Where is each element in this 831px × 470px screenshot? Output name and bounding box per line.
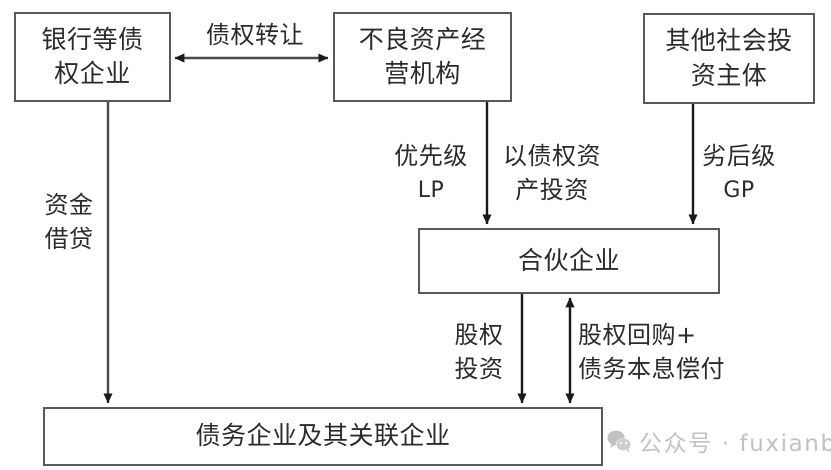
node-bank-label: 银行等债权企业 [41,24,144,89]
node-bank[interactable]: 银行等债权企业 [14,12,171,102]
node-debtor[interactable]: 债务企业及其关联企业 [43,407,603,466]
edge-label-subordinate-gp-cn: 劣后级 [702,142,776,170]
node-other-investors-label: 其他社会投资主体 [665,26,793,90]
edge-label-priority-lp-en: LP [417,178,445,203]
edge-label-debt-asset-investment: 以债权资产投资 [503,142,601,205]
edge-label-capital-lending: 资金借贷 [44,191,94,254]
node-partnership[interactable]: 合伙企业 [418,228,720,294]
node-amc-label: 不良资产经营机构 [358,24,487,89]
node-other-investors[interactable]: 其他社会投资主体 [643,13,815,104]
node-partnership-label: 合伙企业 [517,245,620,275]
edge-label-buyback-repayment: 股权回购+债务本息偿付 [578,321,725,384]
watermark-text: 公众号 · fuxianbubin [639,431,831,457]
node-amc[interactable]: 不良资产经营机构 [333,12,512,102]
edge-label-priority-lp-cn: 优先级 [394,142,468,170]
wechat-icon [607,430,632,453]
edge-label-subordinate-gp-en: GP [723,178,755,203]
edge-label-debt-transfer: 债权转让 [206,21,304,49]
edge-label-equity-investment: 股权投资 [454,321,504,384]
node-debtor-label: 债务企业及其关联企业 [195,421,451,451]
watermark: 公众号 · fuxianbubin [606,424,831,458]
